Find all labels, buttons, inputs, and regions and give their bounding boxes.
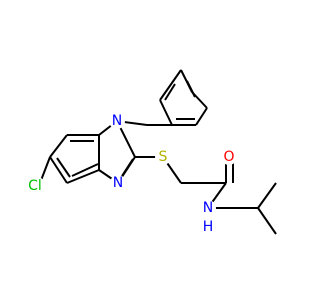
bond: [257, 182, 277, 209]
bond: [121, 158, 134, 177]
atom-cl-label: Cl: [28, 178, 42, 194]
bond: [159, 99, 173, 126]
atom-o: O: [221, 149, 237, 165]
bond-inner: [186, 80, 196, 98]
bond: [195, 107, 208, 126]
atom-s-label: S: [159, 149, 168, 165]
atom-n3: N: [110, 175, 126, 191]
bond: [159, 69, 182, 101]
bond: [49, 156, 68, 184]
atom-n1: N: [109, 113, 125, 129]
molecule-structure: N N S O N H Cl: [25, 69, 277, 235]
atom-cl: Cl: [25, 176, 45, 196]
atom-h-label: H: [203, 219, 214, 235]
atom-o-label: O: [223, 149, 234, 165]
atom-n1-label: N: [112, 113, 122, 129]
atom-s: S: [155, 149, 171, 165]
bond: [49, 134, 68, 158]
atoms: N N S O N H Cl: [25, 113, 237, 235]
bond-inner: [71, 163, 99, 177]
atom-nh: N H: [200, 200, 216, 235]
atom-nh-label: N: [203, 200, 213, 216]
structure-canvas: N N S O N H Cl: [25, 69, 277, 235]
bond-inner: [56, 157, 71, 178]
bond-inner: [164, 83, 176, 101]
bond: [66, 169, 100, 184]
atom-n3-label: N: [113, 175, 123, 191]
bond: [257, 207, 277, 235]
